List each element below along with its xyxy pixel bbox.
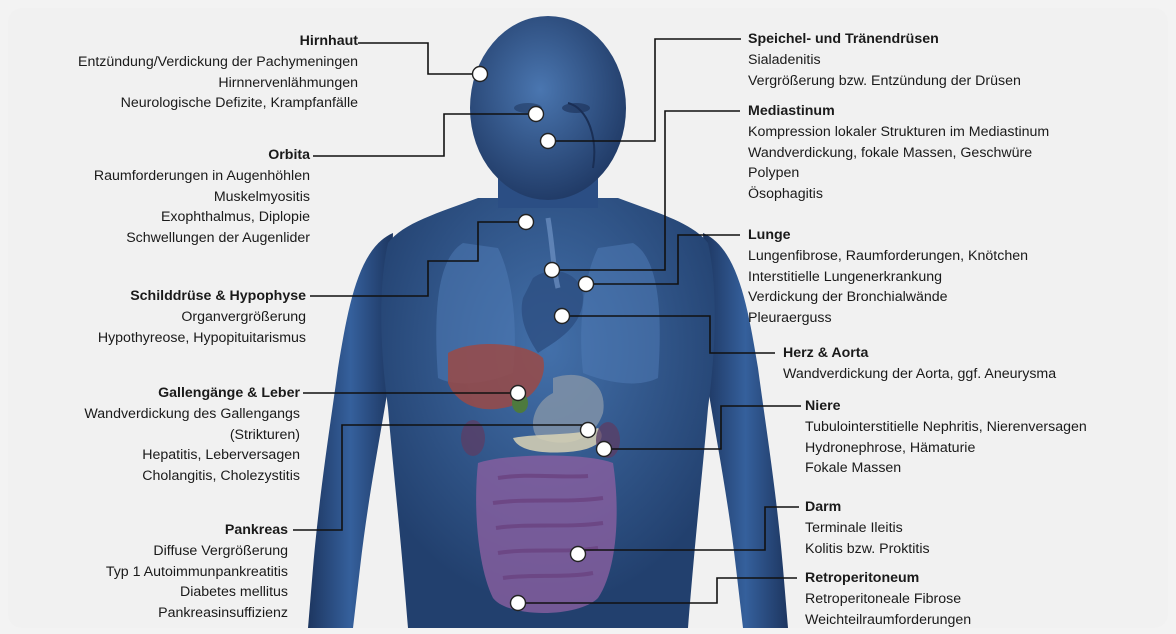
callout-orbita: Orbita Raumforderungen in Augenhöhlen Mu… [94, 145, 310, 249]
callout-line: Hypothyreose, Hypopituitarismus [98, 328, 306, 349]
callout-mediastinum: Mediastinum Kompression lokaler Struktur… [748, 101, 1049, 205]
callout-title: Herz & Aorta [783, 343, 1056, 364]
callout-line: Vergrößerung bzw. Entzündung der Drüsen [748, 71, 1021, 92]
callout-title: Lunge [748, 225, 1028, 246]
callout-line: Neurologische Defizite, Krampfanfälle [78, 93, 358, 114]
marker-pankreas [581, 423, 596, 438]
callout-herz: Herz & Aorta Wandverdickung der Aorta, g… [783, 343, 1056, 385]
callout-retro: Retroperitoneum Retroperitoneale Fibrose… [805, 568, 971, 628]
callout-line: Retroperitoneale Fibrose [805, 589, 971, 610]
callout-line: Diabetes mellitus [106, 582, 288, 603]
marker-darm [571, 547, 586, 562]
callout-title: Gallengänge & Leber [84, 383, 300, 404]
callout-title: Orbita [94, 145, 310, 166]
diagram-canvas: Hirnhaut Entzündung/Verdickung der Pachy… [8, 8, 1168, 628]
callout-line: Lungenfibrose, Raumforderungen, Knötchen [748, 246, 1028, 267]
callout-lunge: Lunge Lungenfibrose, Raumforderungen, Kn… [748, 225, 1028, 329]
callout-pankreas: Pankreas Diffuse Vergrößerung Typ 1 Auto… [106, 520, 288, 624]
callout-line: Diffuse Vergrößerung [106, 541, 288, 562]
callout-line: Wandverdickung, fokale Massen, Geschwüre [748, 143, 1049, 164]
callout-line: Muskelmyositis [94, 187, 310, 208]
callout-title: Schilddrüse & Hypophyse [98, 286, 306, 307]
callout-line: Entzündung/Verdickung der Pachymeningen [78, 52, 358, 73]
callout-line: Sialadenitis [748, 50, 1021, 71]
marker-orbita [529, 107, 544, 122]
callout-line: Cholangitis, Cholezystitis [84, 466, 300, 487]
callout-title: Pankreas [106, 520, 288, 541]
callout-line: Kolitis bzw. Proktitis [805, 539, 930, 560]
callout-schilddruese: Schilddrüse & Hypophyse Organvergrößerun… [98, 286, 306, 348]
callout-line: Weichteilraumforderungen [805, 610, 971, 628]
callout-darm: Darm Terminale Ileitis Kolitis bzw. Prok… [805, 497, 930, 559]
callout-line: Raumforderungen in Augenhöhlen [94, 166, 310, 187]
marker-mediastinum [545, 263, 560, 278]
marker-galle [511, 386, 526, 401]
marker-lunge [579, 277, 594, 292]
marker-hirnhaut [473, 67, 488, 82]
callout-title: Speichel- und Tränendrüsen [748, 29, 1021, 50]
callout-line: Pankreasinsuffizienz [106, 603, 288, 624]
callout-line: Exophthalmus, Diplopie [94, 207, 310, 228]
marker-speichel [541, 134, 556, 149]
callout-line: Fokale Massen [805, 458, 1087, 479]
marker-retro [511, 596, 526, 611]
callout-line: Hepatitis, Leberversagen [84, 445, 300, 466]
callout-hirnhaut: Hirnhaut Entzündung/Verdickung der Pachy… [78, 31, 358, 114]
marker-herz [555, 309, 570, 324]
callout-speichel: Speichel- und Tränendrüsen Sialadenitis … [748, 29, 1021, 91]
marker-niere [597, 442, 612, 457]
leader-hirnhaut [358, 43, 480, 74]
callout-title: Niere [805, 396, 1087, 417]
callout-line: Typ 1 Autoimmunpankreatitis [106, 562, 288, 583]
callout-line: Wandverdickung des Gallengangs [84, 404, 300, 425]
callout-line: Verdickung der Bronchialwände [748, 287, 1028, 308]
callout-title: Darm [805, 497, 930, 518]
callout-title: Retroperitoneum [805, 568, 971, 589]
callout-niere: Niere Tubulointerstitielle Nephritis, Ni… [805, 396, 1087, 479]
callout-line: Kompression lokaler Strukturen im Medias… [748, 122, 1049, 143]
callout-line: Ösophagitis [748, 184, 1049, 205]
callout-line: Interstitielle Lungenerkrankung [748, 267, 1028, 288]
callout-title: Mediastinum [748, 101, 1049, 122]
callout-line: Hydronephrose, Hämaturie [805, 438, 1087, 459]
body-silhouette [308, 16, 788, 628]
callout-line: (Strikturen) [84, 425, 300, 446]
marker-schilddruese [519, 215, 534, 230]
callout-title: Hirnhaut [78, 31, 358, 52]
callout-line: Schwellungen der Augenlider [94, 228, 310, 249]
callout-line: Organvergrößerung [98, 307, 306, 328]
callout-galle: Gallengänge & Leber Wandverdickung des G… [84, 383, 300, 487]
callout-line: Hirnnervenlähmungen [78, 73, 358, 94]
callout-line: Pleuraerguss [748, 308, 1028, 329]
callout-line: Wandverdickung der Aorta, ggf. Aneurysma [783, 364, 1056, 385]
callout-line: Polypen [748, 163, 1049, 184]
callout-line: Terminale Ileitis [805, 518, 930, 539]
callout-line: Tubulointerstitielle Nephritis, Nierenve… [805, 417, 1087, 438]
